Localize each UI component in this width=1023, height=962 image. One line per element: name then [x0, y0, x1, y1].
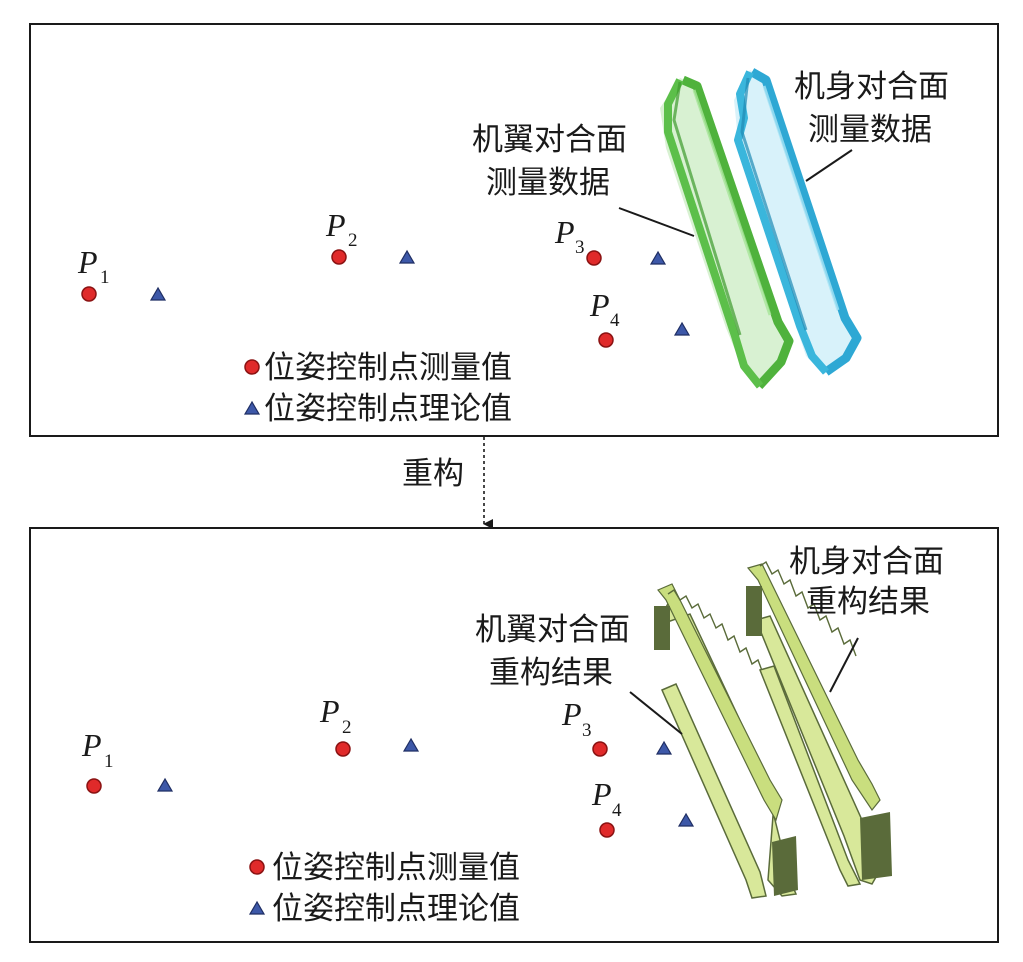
- measured-point-p3: [592, 741, 608, 757]
- theoretical-point-p2: [402, 737, 420, 752]
- point-label-p2: P: [319, 693, 340, 729]
- legend-measured-marker: [249, 859, 265, 875]
- theoretical-point-p2: [398, 249, 416, 264]
- legend-theoretical-marker: [248, 900, 266, 915]
- legend-measured-label: 位姿控制点测量值: [272, 850, 520, 886]
- reconstruction-arrow: 重构: [402, 437, 493, 529]
- point-label-p4: P: [591, 776, 612, 812]
- legend-theoretical-label: 位姿控制点理论值: [264, 391, 512, 427]
- point-sub-p3: 3: [582, 720, 592, 741]
- measured-point-p4: [598, 332, 614, 348]
- wing-data-leader-line: [618, 207, 695, 237]
- point-label-p1: P: [81, 727, 102, 763]
- bottom-panel-frame: [29, 527, 999, 943]
- theoretical-point-p3: [649, 250, 667, 265]
- point-sub-p1: 1: [104, 751, 114, 772]
- fuselage-result-label-line1: 机身对合面: [789, 544, 944, 580]
- theoretical-point-p3: [655, 740, 673, 755]
- fuselage-reconstruction-model: [746, 560, 892, 887]
- wing-measurement-scan: [660, 75, 794, 390]
- fuselage-data-label-line1: 机身对合面: [794, 69, 949, 105]
- measured-point-p2: [331, 249, 347, 265]
- theoretical-point-p1: [156, 777, 174, 792]
- wing-bracket-bottom: [772, 836, 798, 896]
- wing-data-label-line2: 测量数据: [486, 165, 610, 201]
- legend-theoretical-marker: [243, 400, 261, 415]
- top-panel-frame: [29, 23, 999, 437]
- bottom-panel: P 1 P 2 P 3 P 4: [29, 527, 999, 943]
- fuselage-bracket-bottom: [860, 812, 892, 880]
- point-label-p3: P: [561, 696, 582, 732]
- point-sub-p4: 4: [610, 310, 620, 331]
- point-label-p1: P: [77, 244, 98, 280]
- theoretical-point-p4: [677, 812, 695, 827]
- theoretical-point-p1: [149, 286, 167, 301]
- wing-result-label-line1: 机翼对合面: [475, 612, 630, 648]
- legend-theoretical-label: 位姿控制点理论值: [272, 891, 520, 927]
- measured-point-p1: [81, 286, 97, 302]
- wing-reconstruction-model: [654, 583, 798, 899]
- measured-point-p3: [586, 250, 602, 266]
- fuselage-measurement-scan: [734, 68, 862, 376]
- fuselage-bracket-top: [746, 586, 762, 636]
- legend-measured-marker: [244, 359, 260, 375]
- legend: 位姿控制点测量值 位姿控制点理论值: [248, 850, 520, 927]
- legend: 位姿控制点测量值 位姿控制点理论值: [243, 350, 512, 427]
- point-label-p3: P: [554, 214, 575, 250]
- point-sub-p2: 2: [342, 717, 352, 738]
- wing-bracket-top: [654, 606, 670, 650]
- theoretical-point-p4: [673, 321, 691, 336]
- wing-data-label-line1: 机翼对合面: [472, 122, 627, 158]
- point-sub-p4: 4: [612, 800, 622, 821]
- fuselage-result-leader-line: [829, 637, 859, 693]
- wing-result-leader-line: [629, 691, 683, 735]
- fuselage-data-label-line2: 测量数据: [808, 112, 932, 148]
- point-sub-p1: 1: [100, 267, 110, 288]
- point-sub-p3: 3: [575, 237, 585, 258]
- measured-point-p1: [86, 778, 102, 794]
- top-panel: P 1 P 2 P 3 P 4: [29, 23, 999, 437]
- fuselage-result-label-line2: 重构结果: [806, 584, 930, 620]
- fuselage-data-leader-line: [805, 149, 853, 182]
- measured-point-p4: [599, 822, 615, 838]
- arrow-label: 重构: [402, 456, 464, 492]
- point-label-p2: P: [325, 207, 346, 243]
- wing-result-label-line2: 重构结果: [489, 655, 613, 691]
- point-sub-p2: 2: [348, 230, 358, 251]
- legend-measured-label: 位姿控制点测量值: [264, 350, 512, 386]
- measured-point-p2: [335, 741, 351, 757]
- point-label-p4: P: [589, 287, 610, 323]
